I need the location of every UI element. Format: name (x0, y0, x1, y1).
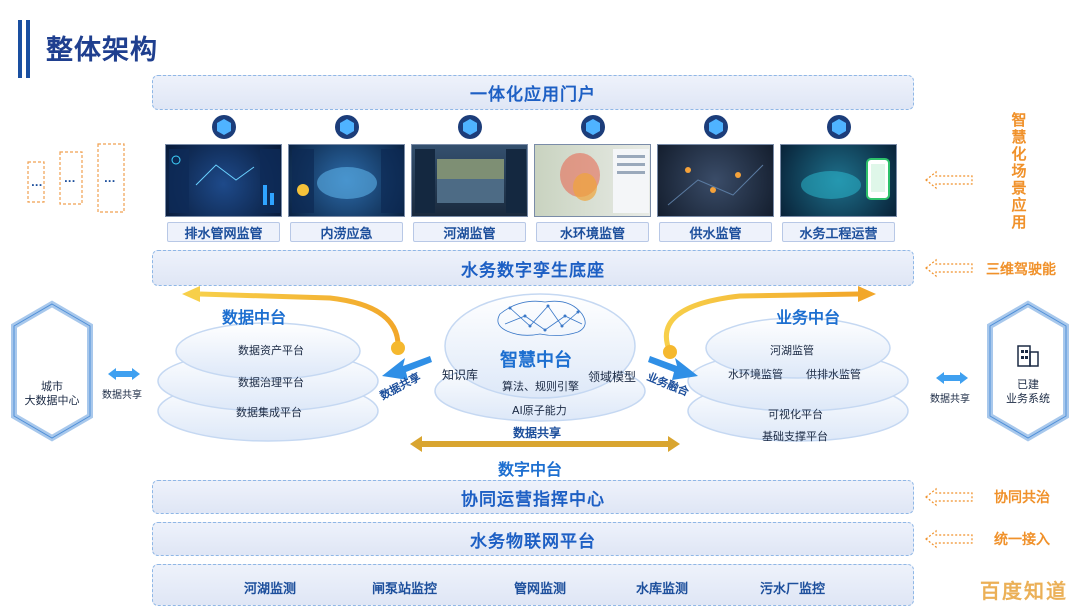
app-card-water-env[interactable]: 水环境监管 (534, 115, 651, 243)
smart-platform-title: 智慧中台 (500, 350, 572, 371)
twin-base-layer: 水务数字孪生底座 (152, 250, 914, 286)
monitoring-item: 河湖监测 (244, 582, 297, 597)
app-label: 水务工程运营 (782, 222, 895, 242)
smart-platform-item: 知识库 (442, 368, 479, 382)
cube-icon (458, 115, 482, 139)
monitoring-item: 污水厂监控 (760, 582, 826, 597)
side-arrow-icon (925, 258, 973, 278)
cube-icon (704, 115, 728, 139)
left-hex-line1: 城市 (41, 380, 63, 393)
cube-icon (335, 115, 359, 139)
monitoring-layer (152, 564, 914, 606)
smart-platform-item: 算法、规则引擎 (502, 380, 579, 393)
app-screenshot (657, 144, 774, 217)
monitoring-item: 管网监测 (514, 582, 567, 597)
app-screenshot (165, 144, 282, 217)
collab-label: 协同共治 (994, 490, 1050, 506)
data-platform-item: 数据治理平台 (238, 376, 304, 389)
app-screenshot (288, 144, 405, 217)
title-accent-bar (18, 20, 22, 78)
smart-scene-label: 智慧化场景应用 (1011, 111, 1027, 231)
left-hex-line2: 大数据中心 (24, 394, 80, 407)
cube-icon (212, 115, 236, 139)
business-platform-item: 河湖监管 (770, 344, 814, 357)
app-label: 河湖监管 (413, 222, 526, 242)
decorative-frames-icon: ... ... ... (27, 143, 125, 213)
side-arrow-icon (925, 487, 973, 507)
portal-layer: 一体化应用门户 (152, 75, 914, 110)
svg-text:...: ... (104, 174, 115, 185)
app-card-water-supply[interactable]: 供水监管 (657, 115, 774, 243)
title-accent-bar (26, 20, 30, 78)
smart-platform-item: AI原子能力 (512, 404, 567, 417)
app-label: 供水监管 (659, 222, 772, 242)
side-arrow-icon (925, 529, 973, 549)
app-screenshot (411, 144, 528, 217)
app-label: 水环境监管 (536, 222, 649, 242)
business-platform-item: 供排水监管 (806, 368, 861, 381)
side-arrow-icon (925, 170, 973, 190)
app-label: 内涝应急 (290, 222, 403, 242)
business-platform-item: 水环境监管 (728, 368, 783, 381)
monitoring-item: 闸泵站监控 (372, 582, 438, 597)
business-platform-item: 基础支撑平台 (762, 430, 828, 443)
app-card-waterlogging[interactable]: 内涝应急 (288, 115, 405, 243)
data-platform-item: 数据集成平台 (236, 406, 302, 419)
app-label: 排水管网监管 (167, 222, 280, 242)
svg-text:...: ... (64, 174, 75, 185)
middle-platform-diagram (11, 286, 1069, 452)
data-platform-item: 数据资产平台 (238, 344, 304, 357)
right-hex-line1: 已建 (1017, 378, 1039, 391)
business-platform-title: 业务中台 (776, 308, 841, 327)
app-card-rivers[interactable]: 河湖监管 (411, 115, 528, 243)
iot-platform-layer: 水务物联网平台 (152, 522, 914, 556)
unified-access-label: 统一接入 (994, 532, 1050, 548)
app-screenshot (780, 144, 897, 217)
three-d-label: 三维驾驶能 (986, 262, 1056, 278)
page-title: 整体架构 (46, 35, 158, 66)
left-share-label: 数据共享 (102, 390, 142, 401)
data-share-label: 数据共享 (513, 426, 562, 440)
app-screenshot (534, 144, 651, 217)
smart-platform-item: 领域模型 (588, 370, 637, 384)
right-share-label: 数据共享 (930, 394, 970, 405)
svg-text:...: ... (31, 178, 42, 189)
building-icon (1017, 345, 1039, 367)
data-platform-title: 数据中台 (222, 308, 287, 327)
business-platform-item: 可视化平台 (768, 408, 823, 421)
app-card-engineering[interactable]: 水务工程运营 (780, 115, 897, 243)
command-center-layer: 协同运营指挥中心 (152, 480, 914, 514)
digital-platform-title: 数字中台 (498, 460, 563, 479)
monitoring-item: 水库监测 (636, 582, 689, 597)
watermark: 百度知道 (980, 579, 1068, 603)
app-card-drainage[interactable]: 排水管网监管 (165, 115, 282, 243)
cube-icon (827, 115, 851, 139)
cube-icon (581, 115, 605, 139)
right-hex-line2: 业务系统 (1006, 392, 1050, 405)
